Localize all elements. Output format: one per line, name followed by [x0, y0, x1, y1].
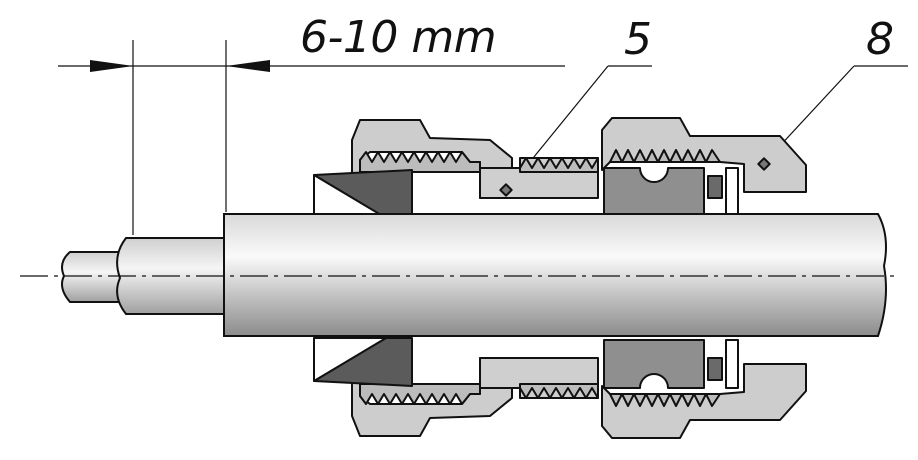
dimension-lines — [58, 40, 565, 235]
thread-left-upper — [359, 151, 481, 173]
marker-8-upper — [757, 157, 771, 171]
callout-label-8: 8 — [866, 14, 894, 65]
callout-label-5: 5 — [624, 14, 652, 65]
thread-middle-upper — [519, 157, 599, 173]
dimension-label: 6-10 mm — [300, 12, 497, 63]
marker-5-upper — [499, 183, 513, 197]
cable-jacket — [223, 213, 887, 337]
gland-upper — [313, 117, 807, 219]
gland-lower — [313, 337, 807, 439]
cable — [61, 213, 887, 337]
thread-right-upper — [609, 149, 721, 163]
washer-upper — [707, 175, 723, 199]
dimension-arrows — [90, 60, 270, 72]
seal-upper — [603, 167, 705, 217]
washer2-upper — [725, 167, 739, 217]
